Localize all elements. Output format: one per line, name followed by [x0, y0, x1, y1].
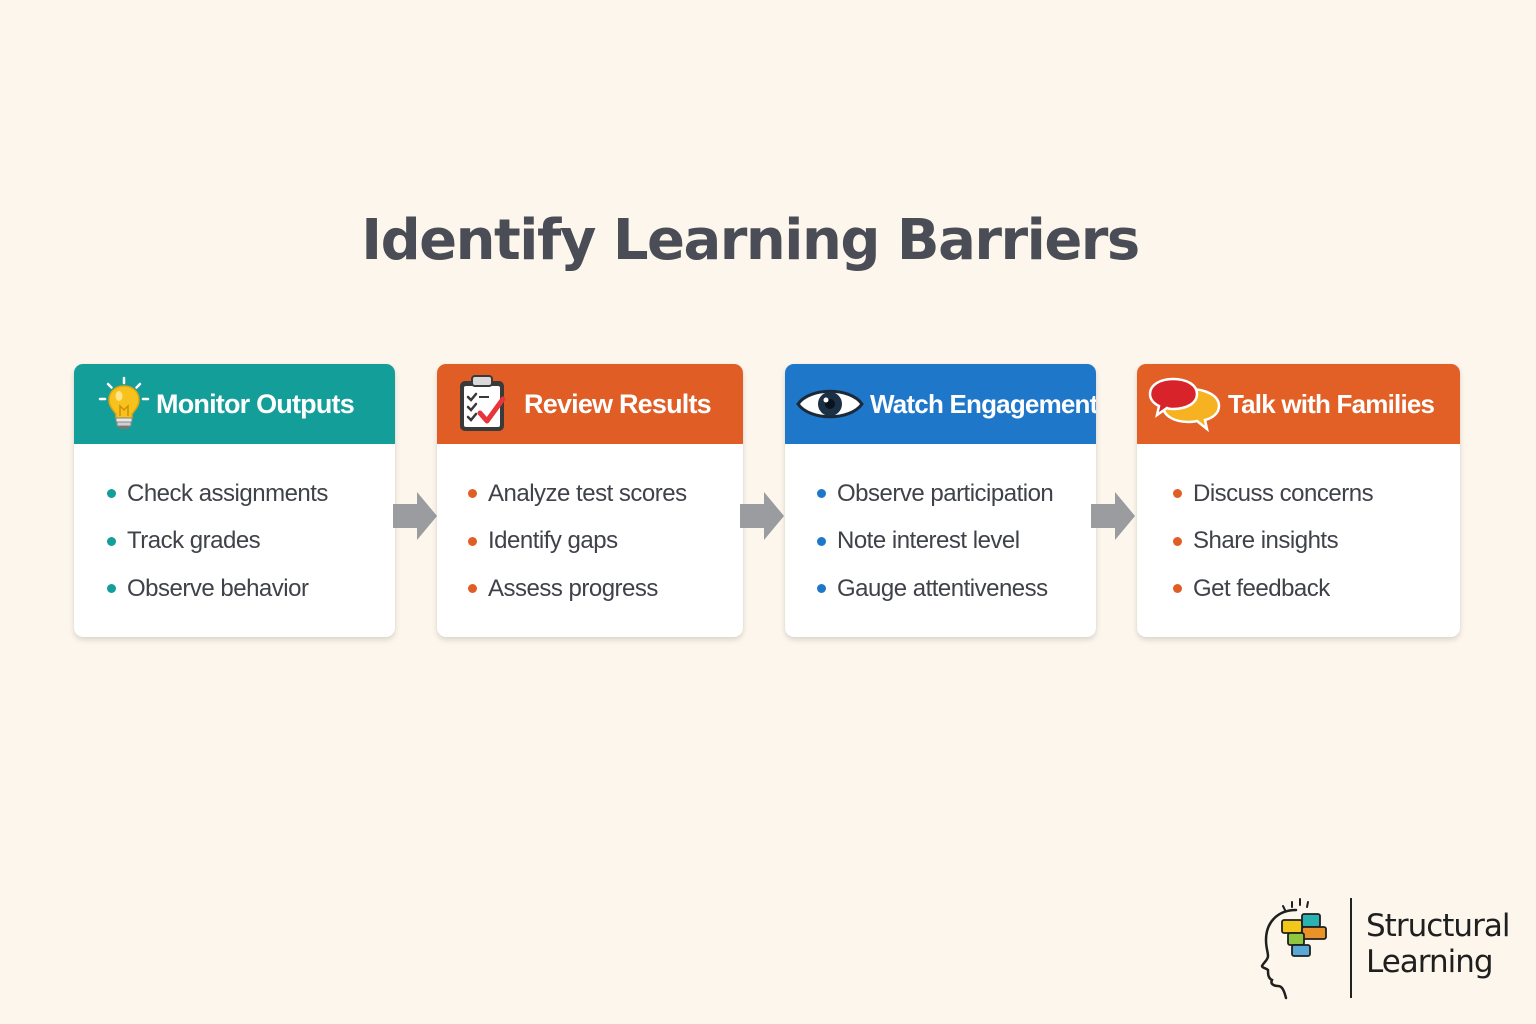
bullet-dot: [107, 584, 116, 594]
checklist-icon: [455, 373, 511, 435]
card-header: Watch Engagement: [785, 364, 1096, 444]
list-item: Share insights: [1173, 518, 1460, 566]
card-header: Monitor Outputs: [74, 364, 395, 444]
list-item: Check assignments: [107, 470, 395, 518]
bullet-dot: [817, 584, 826, 594]
list-item: Analyze test scores: [468, 470, 743, 518]
bullet-dot: [817, 536, 826, 546]
list-item: Note interest level: [817, 518, 1096, 566]
head-blocks-logo-icon: [1260, 898, 1327, 1000]
logo-divider: [1350, 898, 1352, 998]
brand-name-line2: Learning: [1366, 944, 1494, 980]
list-item: Track grades: [107, 518, 395, 566]
bullet-dot: [107, 536, 116, 546]
bullet-dot: [468, 489, 477, 499]
arrow-right-icon: [740, 492, 784, 540]
card-title: Watch Engagement: [870, 388, 1096, 419]
list-item: Identify gaps: [468, 518, 743, 566]
step-card-monitor-outputs: Monitor Outputs Check assignments Track …: [74, 364, 395, 637]
bullet-dot: [1173, 489, 1182, 499]
card-header: Talk with Families: [1137, 364, 1460, 444]
list-item: Discuss concerns: [1173, 470, 1460, 518]
card-title: Monitor Outputs: [156, 388, 355, 419]
card-items: Observe participation Note interest leve…: [785, 444, 1096, 613]
list-item: Observe participation: [817, 470, 1096, 518]
list-item: Assess progress: [468, 565, 743, 613]
brand-logo: Structural Learning: [1256, 894, 1516, 1004]
brand-name-line1: Structural: [1366, 908, 1510, 944]
bullet-dot: [468, 584, 477, 594]
bullet-dot: [468, 536, 477, 546]
speech-bubbles-icon: [1147, 375, 1223, 433]
card-items: Analyze test scores Identify gaps Assess…: [437, 444, 743, 613]
lightbulb-icon: [96, 372, 152, 436]
list-item: Get feedback: [1173, 565, 1460, 613]
step-card-watch-engagement: Watch Engagement Observe participation N…: [785, 364, 1096, 637]
bullet-dot: [1173, 584, 1182, 594]
page-title: Identify Learning Barriers: [361, 208, 1140, 273]
list-item: Gauge attentiveness: [817, 565, 1096, 613]
eye-icon: [795, 379, 865, 429]
card-title: Review Results: [524, 388, 712, 419]
step-card-talk-with-families: Talk with Families Discuss concerns Shar…: [1137, 364, 1460, 637]
arrow-right-icon: [1091, 492, 1135, 540]
step-card-review-results: Review Results Analyze test scores Ident…: [437, 364, 743, 637]
arrow-right-icon: [393, 492, 437, 540]
bullet-dot: [1173, 536, 1182, 546]
list-item: Observe behavior: [107, 565, 395, 613]
card-items: Check assignments Track grades Observe b…: [74, 444, 395, 613]
card-header: Review Results: [437, 364, 743, 444]
bullet-dot: [817, 489, 826, 499]
card-items: Discuss concerns Share insights Get feed…: [1137, 444, 1460, 613]
card-title: Talk with Families: [1228, 388, 1435, 419]
bullet-dot: [107, 489, 116, 499]
